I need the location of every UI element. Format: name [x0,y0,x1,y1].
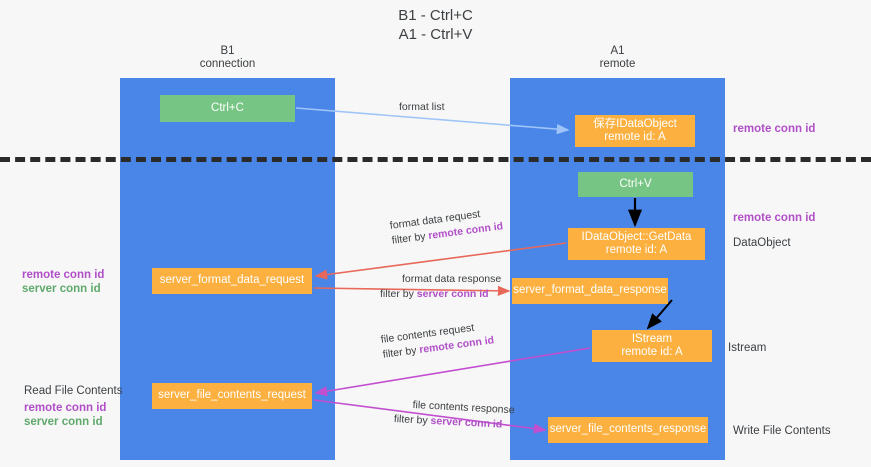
box-server-file-contents-request[interactable]: server_file_contents_request [152,383,312,409]
annotation-read-file-contents: Read File Contents [24,385,123,397]
box-istream[interactable]: IStream remote id: A [592,330,712,362]
page-title: B1 - Ctrl+C A1 - Ctrl+V [398,7,473,43]
filter-prefix: filter by [382,344,421,361]
column-header-a1: A1 remote [599,45,636,70]
filter-key-server-conn-id: server conn id [430,414,503,431]
box-server-file-contents-response[interactable]: server_file_contents_response [548,417,708,443]
edge-label-format-data-response-line2: filter by server conn id [380,287,501,302]
box-store-idataobject[interactable]: 保存IDataObject remote id: A [575,115,695,147]
filter-key-server-conn-id: server conn id [416,288,489,300]
annotation-left-conn-ids-1: remote conn id server conn id [22,268,104,296]
edge-label-format-data-response: format data response filter by server co… [380,272,501,302]
filter-prefix: filter by [380,288,417,300]
box-ctrl-c[interactable]: Ctrl+C [160,95,295,122]
dashed-divider [0,157,871,162]
annotation-server-conn-id: server conn id [24,416,103,428]
box-server-format-data-response[interactable]: server_format_data_response [512,278,668,304]
filter-prefix: filter by [391,230,430,247]
edge-label-format-list-text: format list [399,101,445,113]
annotation-left-conn-ids-2: remote conn id server conn id [24,401,106,429]
annotation-istream: Istream [728,342,767,354]
box-ctrl-v[interactable]: Ctrl+V [578,172,693,197]
edge-label-format-list: format list [399,100,445,115]
column-header-b1: B1 connection [199,45,256,70]
box-idataobject-getdata[interactable]: IDataObject::GetData remote id: A [568,228,705,260]
annotation-remote-conn-id-mid: remote conn id [733,212,816,224]
annotation-remote-conn-id: remote conn id [22,269,105,281]
edge-label-format-data-response-line1: format data response [402,273,502,285]
annotation-dataobject: DataObject [733,237,791,249]
edge-label-file-contents-response: file contents response filter by server … [393,397,515,433]
annotation-write-file-contents: Write File Contents [733,425,831,437]
edge-label-format-data-request: format data request filter by remote con… [389,204,504,248]
edge-label-file-contents-request: file contents request filter by remote c… [380,318,495,362]
annotation-remote-conn-id: remote conn id [24,402,107,414]
annotation-server-conn-id: server conn id [22,283,101,295]
filter-prefix: filter by [393,412,431,427]
annotation-remote-conn-id-top: remote conn id [733,123,816,135]
box-server-format-data-request[interactable]: server_format_data_request [152,268,312,294]
